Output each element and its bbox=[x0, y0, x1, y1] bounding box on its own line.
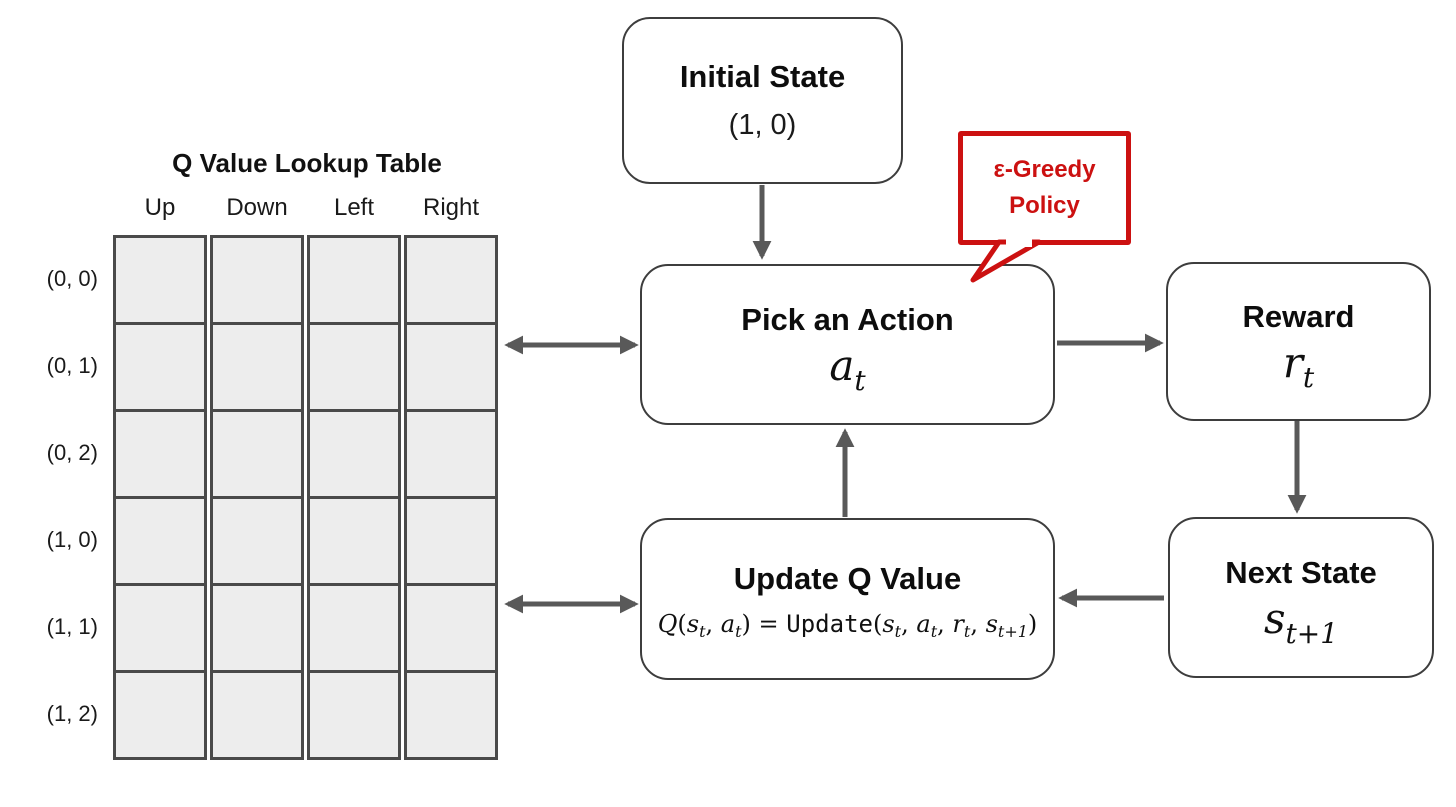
formula-token: , bbox=[970, 610, 986, 639]
node-pick-action: Pick an Action at bbox=[640, 264, 1055, 425]
node-initial-state-value: (1, 0) bbox=[728, 108, 797, 141]
qtable-column bbox=[404, 235, 498, 760]
formula-token: , bbox=[937, 610, 953, 639]
qtable-cell bbox=[307, 670, 401, 760]
formula-token: t bbox=[894, 622, 902, 642]
update-q-formula: Q(st, at) = Update(st, at, rt, st+1) bbox=[657, 610, 1038, 639]
qtable-cell bbox=[404, 583, 498, 673]
formula-token: t bbox=[735, 622, 742, 642]
qtable-row-label: (1, 0) bbox=[46, 526, 98, 552]
formula-token: ( bbox=[872, 610, 883, 639]
formula-token: r bbox=[952, 610, 964, 639]
node-reward-title: Reward bbox=[1242, 298, 1355, 334]
qtable-row-label: (0, 1) bbox=[46, 352, 98, 378]
qtable-cell bbox=[404, 322, 498, 412]
qtable-cell bbox=[210, 496, 304, 586]
formula-token: a bbox=[720, 610, 736, 639]
formula-token: Update bbox=[786, 610, 873, 639]
node-pick-action-title: Pick an Action bbox=[741, 301, 954, 337]
qtable-title: Q Value Lookup Table bbox=[172, 148, 442, 178]
qtable-row-label: (0, 2) bbox=[46, 439, 98, 465]
qtable-cell bbox=[307, 322, 401, 412]
math-next-state-symbol: st+1 bbox=[1263, 594, 1339, 651]
qtable-column-header: Up bbox=[144, 194, 176, 221]
qtable-cell bbox=[210, 583, 304, 673]
formula-token: ) bbox=[1027, 610, 1038, 639]
formula-token: s bbox=[686, 610, 700, 639]
qtable-cell bbox=[210, 409, 304, 499]
formula-token: ( bbox=[677, 610, 687, 639]
qtable-column-header: Left bbox=[333, 194, 375, 221]
qtable-cell bbox=[113, 583, 207, 673]
qtable-cell bbox=[113, 235, 207, 325]
qtable-cell bbox=[404, 670, 498, 760]
qtable-row-label: (1, 2) bbox=[46, 700, 98, 726]
formula-token: a bbox=[916, 610, 931, 639]
formula-token: t bbox=[699, 622, 706, 642]
qtable-cell bbox=[307, 409, 401, 499]
node-update-q: Update Q Value Q(st, at) = Update(st, at… bbox=[640, 518, 1055, 680]
formula-token: s bbox=[882, 610, 895, 639]
qtable-cell bbox=[307, 496, 401, 586]
qtable-cell bbox=[404, 235, 498, 325]
formula-token: , bbox=[705, 610, 721, 639]
qtable-cell bbox=[307, 583, 401, 673]
qtable-cell bbox=[113, 409, 207, 499]
qtable-cell bbox=[113, 496, 207, 586]
qtable-cell bbox=[210, 322, 304, 412]
qtable-cell bbox=[113, 670, 207, 760]
formula-token: s bbox=[985, 610, 998, 639]
qtable-column bbox=[307, 235, 401, 760]
qtable-cell bbox=[404, 409, 498, 499]
qtable-cell bbox=[404, 496, 498, 586]
node-initial-state: Initial State (1, 0) bbox=[622, 17, 903, 184]
qtable-column-header: Down bbox=[226, 194, 288, 221]
callout-line-2: Policy bbox=[1009, 192, 1080, 219]
qtable-cell bbox=[113, 322, 207, 412]
formula-token: Q bbox=[657, 610, 678, 639]
node-update-q-title: Update Q Value bbox=[733, 560, 962, 596]
qtable-row-label: (1, 1) bbox=[46, 613, 98, 639]
qtable-cell bbox=[210, 670, 304, 760]
formula-token: ) = bbox=[741, 610, 787, 639]
math-action-symbol: at bbox=[829, 341, 866, 398]
formula-token: t bbox=[930, 622, 938, 642]
formula-token: t bbox=[963, 622, 971, 642]
node-reward: Reward rt bbox=[1166, 262, 1431, 421]
qtable-column-header: Right bbox=[422, 194, 480, 221]
qtable-column bbox=[113, 235, 207, 760]
callout-line-1: ε-Greedy bbox=[993, 156, 1096, 183]
qtable-column bbox=[210, 235, 304, 760]
epsilon-greedy-callout: ε-Greedy Policy bbox=[958, 131, 1131, 245]
node-initial-state-title: Initial State bbox=[679, 59, 846, 95]
qtable-cell bbox=[210, 235, 304, 325]
qtable-cell bbox=[307, 235, 401, 325]
formula-token: , bbox=[901, 610, 917, 639]
qtable-row-label: (0, 0) bbox=[46, 265, 98, 291]
formula-token: t+1 bbox=[997, 622, 1028, 642]
node-next-state: Next State st+1 bbox=[1168, 517, 1434, 678]
math-reward-symbol: rt bbox=[1282, 338, 1315, 395]
node-next-state-title: Next State bbox=[1225, 554, 1377, 590]
